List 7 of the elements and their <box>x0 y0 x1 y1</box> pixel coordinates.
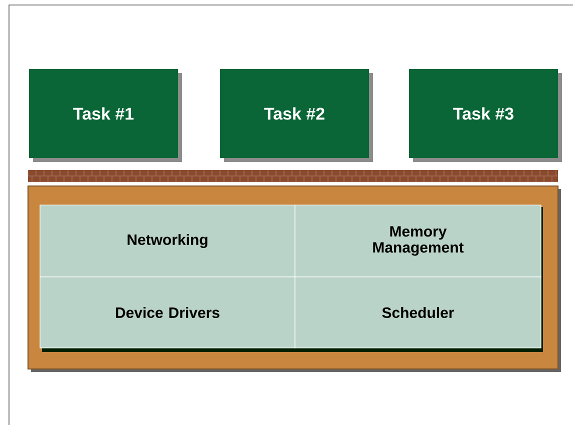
task-box: Task #1 <box>29 69 182 162</box>
task-box: Task #3 <box>409 69 562 162</box>
module-cell: Device Drivers <box>40 276 296 348</box>
module-cell: Networking <box>40 204 296 278</box>
task-box: Task #2 <box>220 69 373 162</box>
module-cell: Scheduler <box>294 276 542 348</box>
module-cell: Memory Management <box>294 204 542 278</box>
